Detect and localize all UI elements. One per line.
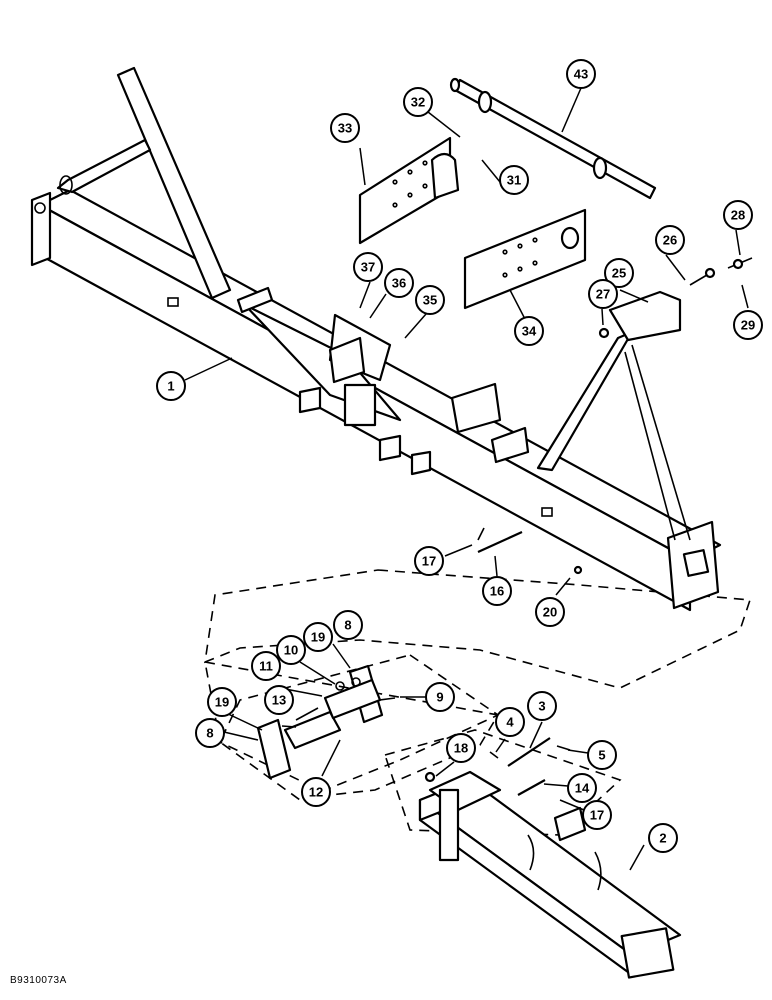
callout-5: 5 bbox=[587, 740, 617, 770]
callout-35: 35 bbox=[415, 285, 445, 315]
bolt-26 bbox=[689, 267, 716, 286]
callout-2: 2 bbox=[648, 823, 678, 853]
svg-text:4: 4 bbox=[506, 715, 514, 730]
callout-37: 37 bbox=[353, 252, 383, 282]
svg-text:34: 34 bbox=[522, 324, 537, 339]
svg-text:25: 25 bbox=[612, 266, 626, 281]
callout-9: 9 bbox=[425, 682, 455, 712]
clip-20 bbox=[573, 565, 583, 575]
hitch-group-outline bbox=[204, 569, 752, 689]
nut-27 bbox=[598, 327, 610, 339]
callout-29: 29 bbox=[733, 310, 763, 340]
svg-text:11: 11 bbox=[259, 659, 273, 674]
pin-3 bbox=[507, 737, 551, 767]
svg-text:28: 28 bbox=[731, 208, 745, 223]
callout-19b: 19 bbox=[207, 687, 237, 717]
link-assembly bbox=[256, 664, 396, 780]
plate-33 bbox=[358, 136, 460, 245]
svg-text:12: 12 bbox=[309, 785, 323, 800]
svg-text:43: 43 bbox=[574, 67, 588, 82]
svg-text:19: 19 bbox=[311, 630, 325, 645]
main-frame bbox=[30, 66, 722, 612]
svg-text:26: 26 bbox=[663, 233, 677, 248]
svg-text:13: 13 bbox=[272, 693, 286, 708]
pin-14 bbox=[517, 779, 546, 796]
svg-text:31: 31 bbox=[507, 173, 521, 188]
svg-text:5: 5 bbox=[598, 748, 605, 763]
pin-4 bbox=[489, 751, 499, 759]
svg-text:20: 20 bbox=[543, 605, 557, 620]
pin-16 bbox=[477, 530, 523, 554]
callout-8a: 8 bbox=[195, 718, 225, 748]
callout-10: 10 bbox=[276, 635, 306, 665]
callout-28: 28 bbox=[723, 200, 753, 230]
svg-text:33: 33 bbox=[338, 121, 352, 136]
svg-text:27: 27 bbox=[596, 287, 610, 302]
callout-27: 27 bbox=[588, 279, 618, 309]
callout-11: 11 bbox=[251, 651, 281, 681]
pin-5 bbox=[556, 745, 571, 751]
callout-34: 34 bbox=[514, 316, 544, 346]
callout-31: 31 bbox=[499, 165, 529, 195]
callout-1: 1 bbox=[156, 371, 186, 401]
callout-43: 43 bbox=[566, 59, 596, 89]
callout-12: 12 bbox=[301, 777, 331, 807]
callout-19a: 19 bbox=[303, 622, 333, 652]
callout-8b: 8 bbox=[333, 610, 363, 640]
callouts: 1 2 3 4 5 8 8 9 10 11 12 13 14 16 17 17 … bbox=[156, 59, 763, 853]
callout-32: 32 bbox=[403, 87, 433, 117]
svg-text:19: 19 bbox=[215, 695, 229, 710]
pin-28 bbox=[727, 257, 753, 270]
callout-14: 14 bbox=[567, 773, 597, 803]
svg-text:35: 35 bbox=[423, 293, 437, 308]
pin-17 bbox=[477, 527, 485, 541]
drawing-code: B9310073A bbox=[10, 975, 67, 986]
svg-text:2: 2 bbox=[659, 831, 666, 846]
svg-text:9: 9 bbox=[436, 690, 443, 705]
hitch-tube bbox=[418, 770, 682, 979]
callout-33: 33 bbox=[330, 113, 360, 143]
svg-text:10: 10 bbox=[284, 643, 298, 658]
callout-16: 16 bbox=[482, 576, 512, 606]
bracket-25 bbox=[608, 290, 682, 342]
svg-text:29: 29 bbox=[741, 318, 755, 333]
callout-13: 13 bbox=[264, 685, 294, 715]
svg-text:17: 17 bbox=[590, 808, 604, 823]
callout-25: 25 bbox=[604, 258, 634, 288]
leader-lines bbox=[184, 87, 749, 871]
shaft-43 bbox=[449, 77, 657, 200]
svg-text:1: 1 bbox=[167, 379, 174, 394]
plate-34 bbox=[463, 208, 587, 310]
svg-text:36: 36 bbox=[392, 276, 406, 291]
svg-text:16: 16 bbox=[490, 584, 504, 599]
svg-text:8: 8 bbox=[206, 726, 213, 741]
svg-text:17: 17 bbox=[422, 554, 436, 569]
callout-20: 20 bbox=[535, 597, 565, 627]
svg-text:37: 37 bbox=[361, 260, 375, 275]
svg-text:14: 14 bbox=[575, 781, 590, 796]
callout-17b: 17 bbox=[582, 800, 612, 830]
callout-18: 18 bbox=[446, 733, 476, 763]
svg-text:32: 32 bbox=[411, 95, 425, 110]
svg-text:8: 8 bbox=[344, 618, 351, 633]
callout-17a: 17 bbox=[414, 546, 444, 576]
callout-26: 26 bbox=[655, 225, 685, 255]
washer-18 bbox=[424, 771, 436, 783]
svg-text:18: 18 bbox=[454, 741, 468, 756]
callout-36: 36 bbox=[384, 268, 414, 298]
callout-4: 4 bbox=[495, 707, 525, 737]
svg-text:3: 3 bbox=[538, 699, 545, 714]
callout-3: 3 bbox=[527, 691, 557, 721]
